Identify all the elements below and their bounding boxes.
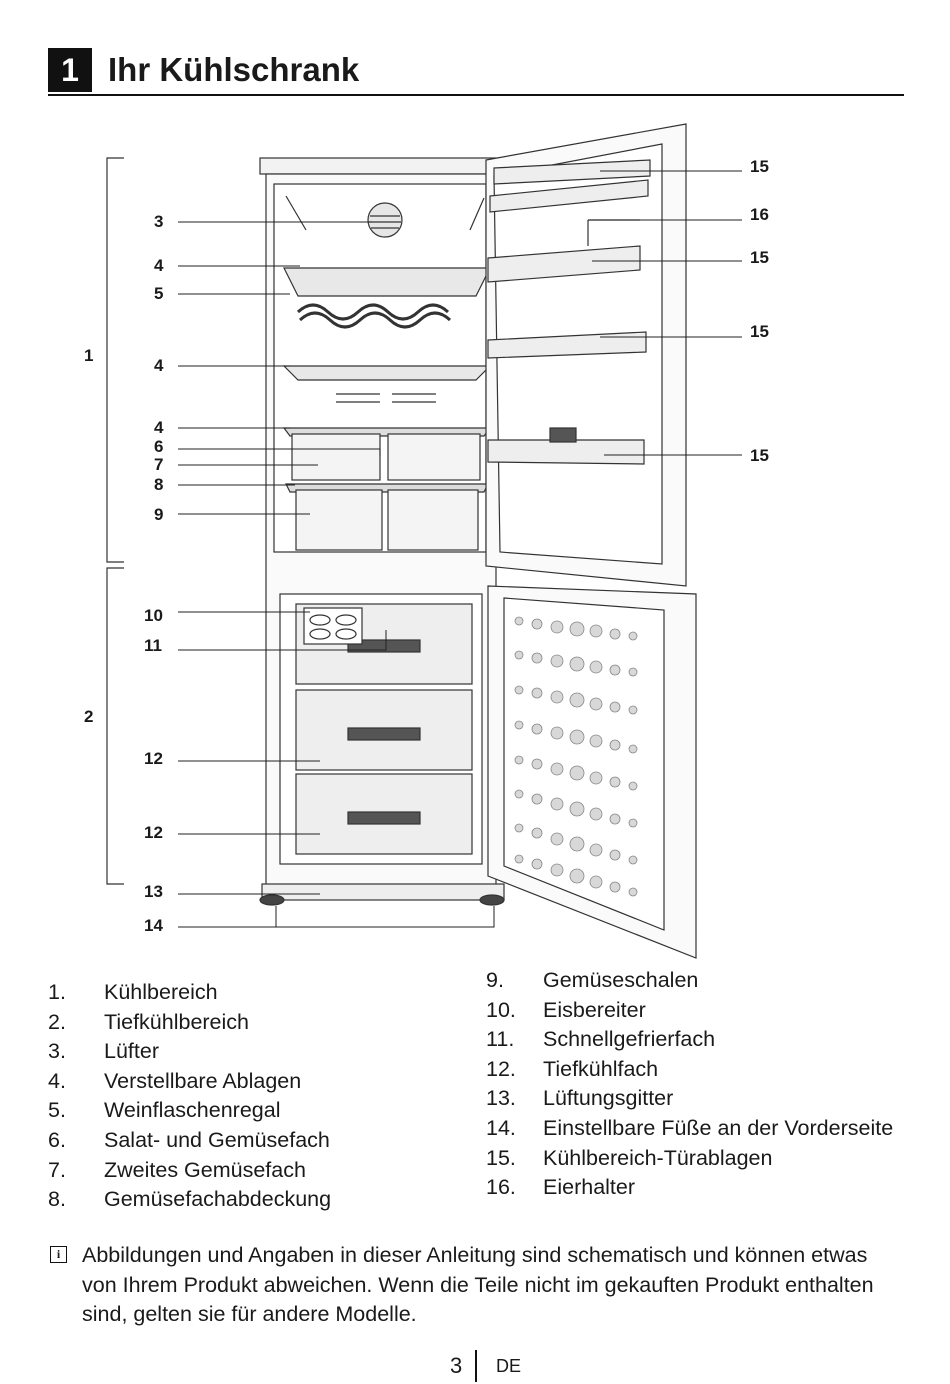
legend-text: Lüftungsgitter	[543, 1086, 674, 1111]
legend-text: Tiefkühlbereich	[104, 1009, 249, 1034]
legend-number: 5.	[48, 1098, 66, 1123]
callout-11: 11	[144, 636, 162, 655]
legend-text: Weinflaschenregal	[104, 1098, 281, 1123]
legend-text: Einstellbare Füße an der Vorderseite	[543, 1115, 894, 1140]
legend-number: 15.	[486, 1145, 516, 1170]
callout-4c: 4	[154, 418, 164, 437]
callout-3: 3	[154, 212, 164, 231]
bracket-freezer	[106, 567, 124, 885]
legend-number: 13.	[486, 1086, 516, 1111]
legend-item: 5. Weinflaschenregal	[48, 1096, 331, 1126]
section-number: 1	[48, 48, 92, 92]
callout-8: 8	[154, 475, 164, 494]
bracket-cooling	[106, 157, 124, 563]
legend-number: 4.	[48, 1068, 66, 1093]
legend-item: 3. Lüfter	[48, 1037, 331, 1067]
fridge-diagram: 1 2 3 4 5 4 4 6 7 8 9 10 11 12 12 13 14 …	[84, 123, 769, 959]
legend-text: Gemüseschalen	[543, 968, 699, 992]
legend-text: Salat- und Gemüsefach	[104, 1127, 330, 1152]
legend-item: 1. Kühlbereich	[48, 978, 331, 1008]
legend-number: 2.	[48, 1009, 66, 1034]
legend-item: 15. Kühlbereich-Türablagen	[486, 1144, 893, 1174]
legend-number: 1.	[48, 980, 66, 1004]
legend-item: 10. Eisbereiter	[486, 996, 893, 1026]
section-header: 1 Ihr Kühlschrank	[48, 48, 904, 96]
legend-item: 12. Tiefkühlfach	[486, 1055, 893, 1085]
legend-text: Eierhalter	[543, 1175, 636, 1200]
info-icon: i	[50, 1246, 67, 1263]
callout-5: 5	[154, 284, 164, 303]
callout-13: 13	[144, 882, 163, 901]
footer-divider	[475, 1350, 477, 1382]
legend-text: Kühlbereich-Türablagen	[543, 1145, 773, 1170]
legend-item: 6. Salat- und Gemüsefach	[48, 1126, 331, 1156]
callout-15c: 15	[750, 322, 769, 341]
page-number: 3	[450, 1353, 463, 1378]
legend-number: 12.	[486, 1056, 516, 1081]
callout-15b: 15	[750, 248, 769, 267]
legend-left: 1. Kühlbereich 2. Tiefkühlbereich 3. Lüfter…	[48, 978, 331, 1215]
legend-number: 7.	[48, 1157, 66, 1182]
legend-number: 10.	[486, 997, 516, 1022]
legend-text: Tiefkühlfach	[543, 1056, 659, 1081]
legend-item: 13. Lüftungsgitter	[486, 1084, 893, 1114]
legend-text: Zweites Gemüsefach	[104, 1157, 306, 1182]
callout-12b: 12	[144, 823, 163, 842]
fridge-illustration	[106, 123, 742, 959]
legend-text: Gemüsefachabdeckung	[104, 1187, 332, 1212]
callout-14: 14	[144, 916, 163, 935]
legend-number: 8.	[48, 1187, 66, 1212]
legend-number: 3.	[48, 1039, 66, 1064]
callout-16: 16	[750, 205, 769, 224]
callout-4a: 4	[154, 256, 164, 275]
callout-6: 6	[154, 437, 164, 456]
legend-number: 14.	[486, 1115, 516, 1140]
callout-7: 7	[154, 455, 164, 474]
legend-number: 6.	[48, 1127, 66, 1152]
legend-item: 16. Eierhalter	[486, 1173, 893, 1203]
language-code: DE	[496, 1356, 522, 1376]
legend-item: 11. Schnellgefrierfach	[486, 1025, 893, 1055]
legend-item: 14. Einstellbare Füße an der Vorderseite	[486, 1114, 893, 1144]
callout-4b: 4	[154, 356, 164, 375]
legend-text: Schnellgefrierfach	[543, 1027, 716, 1052]
legend-item: 8. Gemüsefachabdeckung	[48, 1185, 331, 1215]
legend-item: 7. Zweites Gemüsefach	[48, 1156, 331, 1186]
legend-number: 9.	[486, 968, 504, 992]
callout-1: 1	[84, 346, 94, 365]
callout-10: 10	[144, 606, 163, 625]
callout-15a: 15	[750, 157, 769, 176]
legend-item: 9. Gemüseschalen	[486, 966, 893, 996]
legend-text: Kühlbereich	[104, 980, 218, 1004]
callout-9: 9	[154, 505, 164, 524]
callout-15d: 15	[750, 446, 769, 465]
note-text: Abbildungen und Angaben in dieser Anleit…	[82, 1243, 874, 1327]
legend-item: 4. Verstellbare Ablagen	[48, 1067, 331, 1097]
legend-right: 9. Gemüseschalen 10. Eisbereiter 11. Schnel…	[486, 966, 893, 1203]
legend-number: 11.	[486, 1027, 515, 1052]
legend-text: Eisbereiter	[543, 997, 646, 1022]
callout-12a: 12	[144, 749, 163, 768]
legend-text: Lüfter	[104, 1039, 159, 1064]
section-title: Ihr Kühlschrank	[108, 51, 360, 88]
legend-text: Verstellbare Ablagen	[104, 1068, 302, 1093]
callout-2: 2	[84, 707, 94, 726]
legend-number: 16.	[486, 1175, 516, 1200]
legend-item: 2. Tiefkühlbereich	[48, 1008, 331, 1038]
